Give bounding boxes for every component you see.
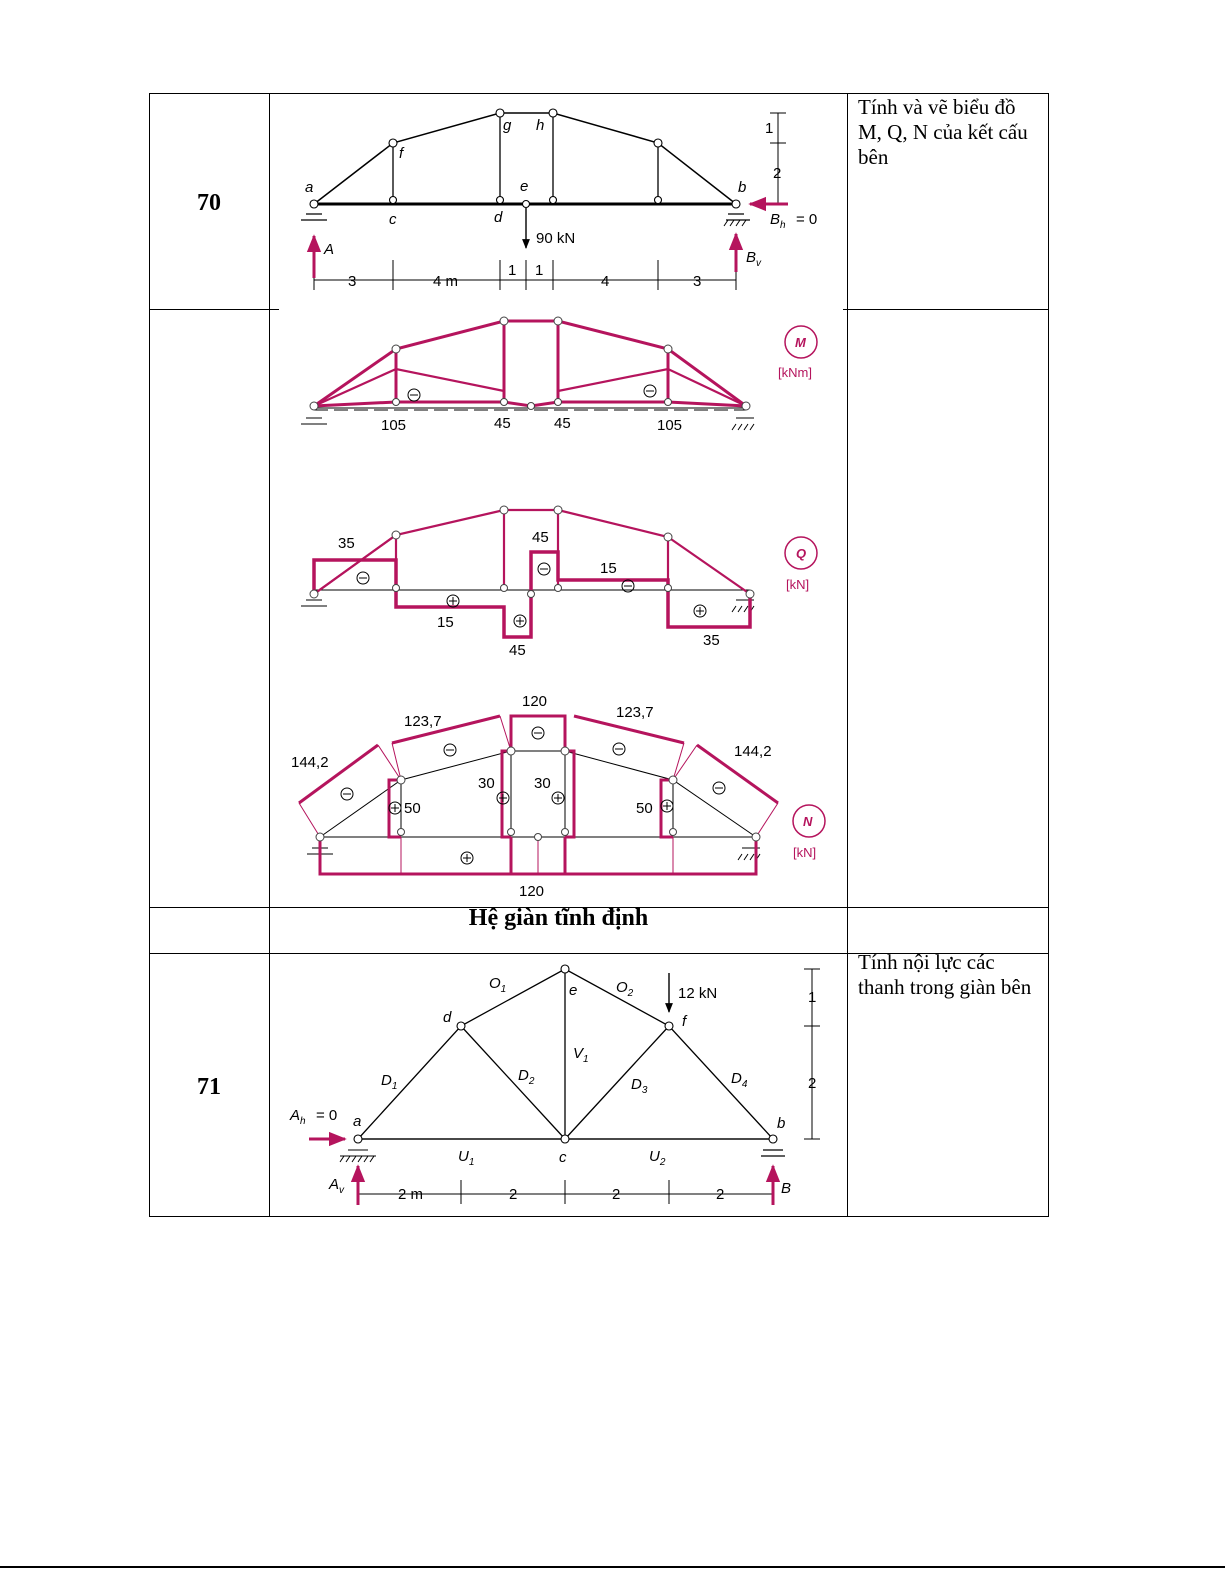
table-row-divider [149, 309, 279, 310]
member-label: U2 [649, 1148, 666, 1168]
problem-71-truss [339, 964, 820, 1204]
load-label: 12 kN [678, 985, 717, 1002]
member-label: O1 [489, 975, 506, 995]
m-badge: M [795, 335, 807, 350]
reaction-label: Bv [746, 249, 762, 269]
dim-label: 2 [612, 1186, 620, 1203]
table-row-divider [149, 907, 1049, 908]
problem-number-71: 71 [197, 1074, 221, 1100]
q-badge: Q [796, 546, 806, 561]
reaction-label: = 0 [796, 211, 817, 228]
node-label: d [494, 209, 503, 226]
node-label: d [443, 1009, 452, 1026]
q-unit: [kN] [786, 577, 809, 592]
node-label: a [353, 1113, 361, 1130]
dim-label: 4 m [433, 273, 458, 290]
m-unit: [kNm] [778, 365, 812, 380]
table-border-bottom [149, 1216, 1049, 1217]
node-label: h [536, 117, 544, 134]
dim-label: 3 [348, 273, 356, 290]
m-value: 105 [381, 417, 406, 434]
node-label: c [389, 211, 397, 228]
n-value: 123,7 [404, 713, 442, 730]
problem-70-structure [301, 108, 786, 290]
n-diagram: N [kN] 120 123,7 123,7 144,2 144,2 30 30… [291, 693, 826, 900]
reaction-label: Bh [770, 211, 786, 231]
dim-label: 3 [693, 273, 701, 290]
table-row-divider [843, 309, 1049, 310]
n-value: 30 [534, 775, 551, 792]
node-label: g [503, 117, 512, 134]
dim-label: 1 [765, 120, 773, 137]
q-value: 45 [509, 642, 526, 659]
table-border-top [149, 93, 1049, 94]
n-value: 123,7 [616, 704, 654, 721]
reaction-label: A [323, 241, 334, 258]
table-col-divider [847, 93, 848, 1217]
problem-71-labels: O1 O2 D1 D2 D3 D4 V1 U1 U2 d e f a b c 1… [289, 975, 816, 1203]
dim-label: 4 [601, 273, 609, 290]
member-label: U1 [458, 1148, 474, 1168]
node-label: a [305, 179, 313, 196]
q-value: 15 [600, 560, 617, 577]
n-value: 50 [636, 800, 653, 817]
member-label: D4 [731, 1070, 748, 1090]
problem-70-labels: a f g h e b c d 90 kN A Bh = 0 Bv 1 2 3 … [305, 117, 817, 290]
n-value: 144,2 [291, 754, 329, 771]
n-value: 50 [404, 800, 421, 817]
node-label: f [682, 1013, 688, 1030]
dim-label: 2 [808, 1075, 816, 1092]
problem-number-70: 70 [197, 190, 221, 216]
reaction-label: B [781, 1180, 791, 1197]
node-label: b [777, 1115, 785, 1132]
dim-label: 1 [808, 989, 816, 1006]
n-unit: [kN] [793, 845, 816, 860]
q-diagram: Q [kN] 35 45 15 15 45 35 [301, 505, 818, 659]
reaction-label: Av [328, 1176, 345, 1196]
dim-label: 2 [509, 1186, 517, 1203]
reaction-label: = 0 [316, 1107, 337, 1124]
n-badge: N [803, 814, 813, 829]
node-label: e [569, 982, 577, 999]
member-label: V1 [573, 1045, 589, 1065]
m-value: 45 [494, 415, 511, 432]
dim-label: 2 [773, 165, 781, 182]
m-diagram: M [kNm] 105 45 45 105 [301, 316, 818, 434]
q-value: 15 [437, 614, 454, 631]
table-border-left [149, 93, 150, 1217]
load-label: 90 kN [536, 230, 575, 247]
n-value: 144,2 [734, 743, 772, 760]
node-label: f [399, 145, 405, 162]
member-label: O2 [616, 979, 634, 999]
n-value: 120 [519, 883, 544, 900]
node-label: b [738, 179, 746, 196]
q-value: 35 [703, 632, 720, 649]
table-border-right [1048, 93, 1049, 1217]
page-bottom-rule [0, 1566, 1225, 1568]
dim-label: 2 [716, 1186, 724, 1203]
dim-label: 1 [535, 262, 543, 279]
q-value: 35 [338, 535, 355, 552]
node-label: e [520, 178, 528, 195]
reaction-label: Ah [289, 1107, 306, 1127]
member-label: D2 [518, 1067, 535, 1087]
n-value: 120 [522, 693, 547, 710]
q-value: 45 [532, 529, 549, 546]
member-label: D1 [381, 1072, 397, 1092]
problem-70-description: Tính và vẽ biểu đồ M, Q, N của kết cấu b… [858, 95, 1028, 169]
member-label: D3 [631, 1076, 648, 1096]
n-value: 30 [478, 775, 495, 792]
dim-label: 2 m [398, 1186, 423, 1203]
problem-71-description: Tính nội lực các thanh trong giàn bên [858, 950, 1032, 999]
node-label: c [559, 1149, 567, 1166]
section-title: Hệ giàn tĩnh định [468, 905, 649, 931]
table-row-divider [149, 953, 1049, 954]
dim-label: 1 [508, 262, 516, 279]
m-value: 105 [657, 417, 682, 434]
m-value: 45 [554, 415, 571, 432]
table-col-divider [269, 93, 270, 1217]
